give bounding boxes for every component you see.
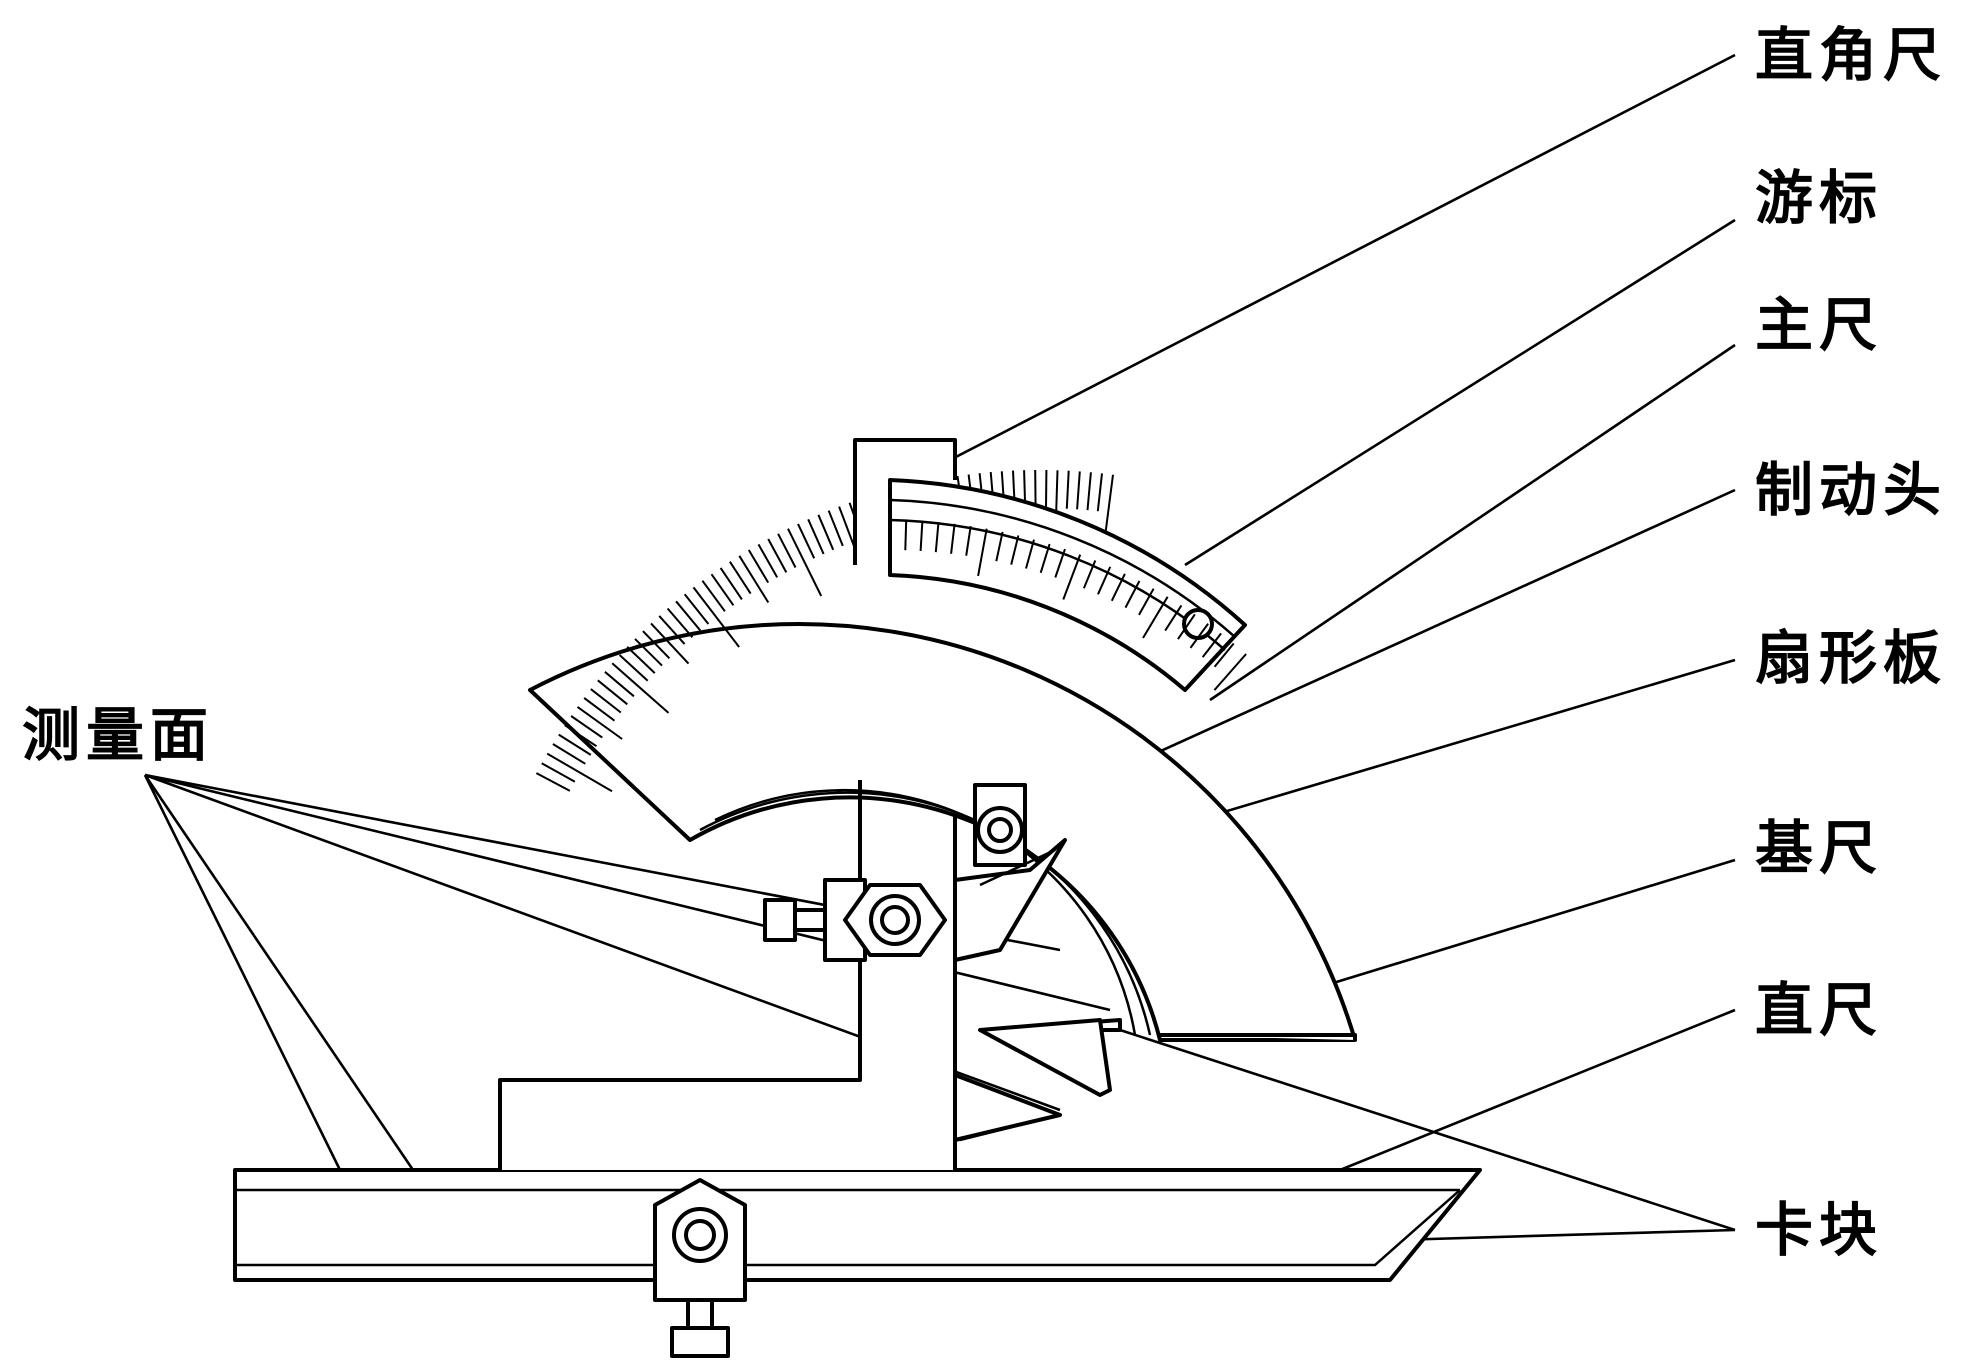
vernier-tick [1142, 596, 1169, 639]
vernier-tick [1201, 632, 1222, 658]
vernier [888, 478, 1247, 692]
main-scale-tick [1076, 471, 1081, 510]
main-scale-tick [634, 638, 663, 667]
main-scale-tick [546, 752, 613, 793]
main-scale-tick [642, 630, 671, 659]
main-scale-tick [535, 772, 571, 792]
main-scale-tick [650, 622, 690, 665]
vernier-tick [934, 522, 940, 553]
leader-lines [143, 53, 1736, 1262]
leader-main-scale [1209, 343, 1736, 702]
straight-ruler-bar [233, 1168, 1482, 1282]
vernier-tick [950, 523, 956, 554]
main-scale-tick [564, 724, 598, 748]
lock-nut [763, 878, 947, 962]
main-scale-tick [701, 580, 726, 612]
main-scale-tick [583, 697, 616, 722]
main-scale-tick [675, 600, 702, 632]
labels: 直角尺 游标 主尺 制动头 扇形板 基尺 直尺 卡块 测量面 [22, 21, 1947, 1264]
vernier-tick [1110, 573, 1126, 602]
vernier-tick [1010, 535, 1020, 565]
brake-head [973, 783, 1027, 867]
main-scale-tick [777, 533, 797, 568]
vernier-tick [1213, 642, 1235, 668]
vernier-tick [1124, 580, 1141, 609]
main-scale-tick [797, 523, 816, 559]
label-vernier: 游标 [1755, 164, 1883, 232]
main-scale-tick [626, 646, 656, 674]
main-scale-tick [570, 715, 603, 739]
vernier-ticks [889, 520, 1247, 691]
label-main-scale: 主尺 [1755, 291, 1883, 359]
main-scale-tick [719, 567, 743, 600]
main-scale-tick [590, 688, 622, 714]
vernier-tick [1039, 543, 1051, 574]
vernier-tick [965, 525, 972, 556]
main-scale-tick [604, 671, 635, 698]
vernier-tick [1138, 588, 1155, 616]
label-straight-ruler: 直尺 [1755, 976, 1883, 1044]
main-scale-tick [767, 538, 788, 573]
main-scale-tick [817, 514, 835, 551]
base-ruler [858, 780, 1122, 1097]
label-base-ruler: 基尺 [1755, 814, 1883, 882]
main-scale-tick [747, 549, 770, 584]
main-scale-tick [611, 662, 670, 714]
main-scale-tick [597, 679, 628, 706]
label-clamp-block: 卡块 [1755, 1196, 1883, 1264]
label-right-angle-ruler: 直角尺 [1755, 21, 1947, 89]
vernier-tick [1177, 613, 1196, 640]
vernier-tick [1054, 548, 1066, 578]
main-scale-tick [807, 518, 825, 555]
main-scale-tick [787, 528, 823, 597]
main-scale-tick [658, 615, 686, 645]
main-scale-tick [710, 573, 735, 606]
vernier-tick [1189, 623, 1209, 649]
leader-clamp-block-a [1119, 1028, 1736, 1232]
main-scale-tick [618, 654, 649, 682]
leader-right-angle-ruler [949, 53, 1736, 462]
main-scale-tick [1086, 472, 1092, 511]
leader-measuring-surface-4 [143, 774, 342, 1171]
vernier-tick [1082, 560, 1097, 589]
main-scale-tick [1065, 470, 1070, 509]
vernier-tick [977, 528, 988, 577]
vernier-tick [904, 520, 908, 551]
leader-straight-ruler [1339, 1008, 1736, 1172]
main-scale-tick [541, 762, 576, 783]
leader-vernier [1184, 218, 1736, 567]
main-scale-tick [552, 743, 586, 765]
main-scale-tick [827, 510, 844, 547]
main-scale-tick [757, 543, 779, 578]
vernier-tick [1062, 554, 1082, 600]
vernier-tick [919, 520, 924, 551]
main-scale-tick [683, 593, 710, 625]
vernier-tick [1164, 604, 1183, 632]
main-scale-tick [1096, 473, 1103, 512]
main-scale-tick [558, 733, 592, 756]
straight-ruler-lock-knob [653, 1178, 747, 1358]
vernier-tick [995, 531, 1004, 562]
leader-measuring-surface-5 [143, 774, 432, 1196]
main-scale-tick [692, 586, 740, 648]
main-scale-tick [576, 706, 623, 740]
label-brake-head: 制动头 [1755, 456, 1947, 524]
main-scale-tick [738, 555, 770, 604]
vernier-tick [1097, 566, 1112, 595]
main-scale-tick [729, 561, 752, 595]
main-scale-tick [666, 607, 694, 638]
vernier-tick [1025, 539, 1035, 569]
vernier-tick [1213, 653, 1247, 691]
label-sector-plate: 扇形板 [1755, 624, 1947, 692]
label-measuring-surface: 测量面 [22, 701, 214, 769]
